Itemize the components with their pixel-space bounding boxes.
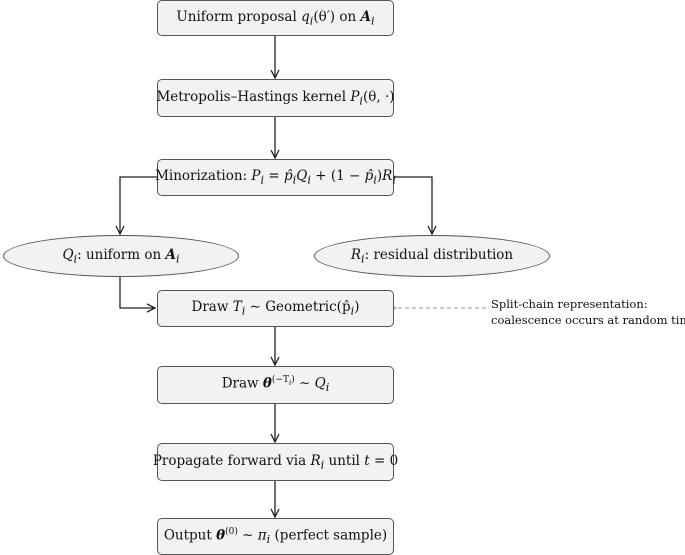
node-q-uniform: Qi: uniform on Ai bbox=[3, 235, 239, 277]
node-mh-kernel-label: Metropolis–Hastings kernel Pi(θ, ·) bbox=[156, 88, 395, 108]
node-propagate-label: Propagate forward via Ri until t = 0 bbox=[152, 452, 399, 472]
node-draw-theta-label: Draw θ(−Ti) ∼ Qi bbox=[221, 375, 330, 395]
arrow-minorization-to-r bbox=[394, 176, 432, 234]
arrow-minorization-to-q bbox=[120, 176, 157, 234]
node-draw-t: Draw Ti ∼ Geometric(p̂i) bbox=[157, 290, 394, 327]
node-q-uniform-label: Qi: uniform on Ai bbox=[62, 246, 180, 266]
node-output-label: Output θ(0) ∼ πi (perfect sample) bbox=[163, 526, 388, 547]
node-draw-theta: Draw θ(−Ti) ∼ Qi bbox=[157, 366, 394, 404]
node-minorization: Minorization: Pi = p̂iQi + (1 − p̂i)Ri bbox=[155, 159, 396, 196]
node-mh-kernel: Metropolis–Hastings kernel Pi(θ, ·) bbox=[156, 79, 395, 117]
node-uniform-proposal-label: Uniform proposal qi(θ′) on Ai bbox=[176, 8, 375, 28]
node-r-residual-label: Ri: residual distribution bbox=[350, 246, 514, 266]
split-chain-note-line2: coalescence occurs at random time Ti bbox=[491, 313, 685, 327]
node-r-residual: Ri: residual distribution bbox=[314, 235, 550, 277]
node-minorization-label: Minorization: Pi = p̂iQi + (1 − p̂i)Ri bbox=[155, 168, 396, 187]
node-draw-t-label: Draw Ti ∼ Geometric(p̂i) bbox=[191, 299, 360, 318]
connector-arrows bbox=[120, 36, 432, 517]
arrow-q-to-draw-t bbox=[119, 275, 155, 308]
node-propagate: Propagate forward via Ri until t = 0 bbox=[153, 443, 398, 481]
node-output: Output θ(0) ∼ πi (perfect sample) bbox=[157, 518, 394, 555]
split-chain-note: Split-chain representation: coalescence … bbox=[491, 296, 685, 333]
node-uniform-proposal: Uniform proposal qi(θ′) on Ai bbox=[157, 0, 394, 36]
split-chain-note-line1: Split-chain representation: bbox=[491, 297, 648, 311]
